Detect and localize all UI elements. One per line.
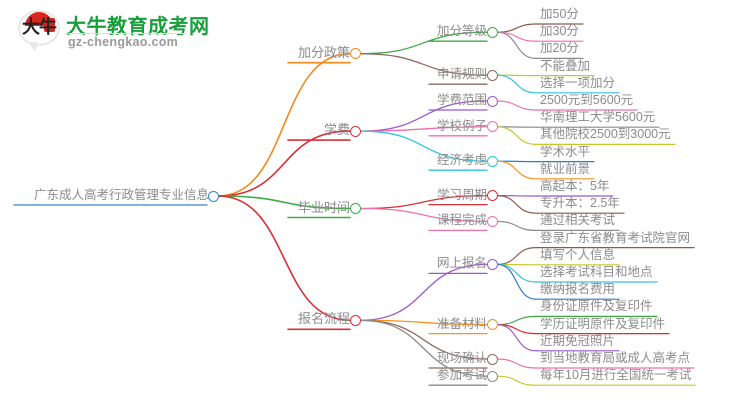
branch-dot-3[interactable]	[349, 203, 361, 214]
logo-divider	[67, 33, 187, 34]
leaf-label-4-1-1[interactable]: 登录广东省教育考试院官网	[540, 230, 691, 245]
leaf-label-1-2-1[interactable]: 不能叠加	[540, 58, 591, 73]
root-node-dot[interactable]	[207, 190, 219, 202]
subbranch-dot-1-2[interactable]	[486, 69, 498, 81]
subbranch-dot-2-1[interactable]	[486, 95, 498, 107]
logo-mark-text: 大牛	[22, 17, 57, 38]
leaf-label-4-1-3[interactable]: 选择考试科目和地点	[540, 265, 653, 279]
leaf-label-4-1-2[interactable]: 填写个人信息	[540, 247, 616, 262]
subbranch-label-2-2[interactable]: 学校例子	[436, 118, 487, 133]
branch-label-3[interactable]: 毕业时间	[297, 199, 350, 215]
subbranch-label-2-3[interactable]: 经济考虑	[436, 153, 487, 168]
subbranch-label-1-1[interactable]: 加分等级	[436, 24, 487, 39]
subbranch-label-1-2[interactable]: 申请规则	[436, 67, 487, 82]
subbranch-dot-4-3[interactable]	[486, 353, 498, 365]
leaf-label-2-2-1[interactable]: 华南理工大学5600元	[540, 110, 656, 125]
leaf-label-1-1-3[interactable]: 加20分	[540, 41, 579, 56]
subbranch-label-2-1[interactable]: 学费范围	[436, 93, 487, 107]
subbranch-dot-4-1[interactable]	[486, 258, 498, 270]
branch-dot-4[interactable]	[349, 314, 361, 326]
root-node-label[interactable]: 广东成人高考行政管理专业信息	[33, 188, 209, 202]
leaf-label-2-3-1[interactable]: 学术水平	[540, 144, 591, 159]
subbranch-dot-1-1[interactable]	[486, 26, 498, 38]
subbranch-label-3-2[interactable]: 课程完成	[436, 213, 487, 228]
subbranch-dot-2-3[interactable]	[486, 155, 498, 167]
leaf-label-4-1-4[interactable]: 缴纳报名费用	[540, 282, 616, 297]
logo-title: 大牛教育成考网	[66, 16, 210, 38]
subbranch-dot-4-2[interactable]	[486, 319, 498, 331]
leaf-label-3-1-1[interactable]: 高起本：5年	[540, 179, 610, 193]
branch-label-1[interactable]: 加分政策	[297, 44, 350, 60]
subbranch-dot-3-2[interactable]	[486, 215, 498, 227]
logo-subtitle: gz-chengkao.com	[68, 35, 179, 49]
leaf-label-4-2-3[interactable]: 近期免冠照片	[540, 333, 616, 348]
subbranch-dot-4-4[interactable]	[486, 370, 498, 382]
leaf-label-4-3-1[interactable]: 到当地教育局或成人高考点	[540, 351, 691, 365]
leaf-label-3-1-2[interactable]: 专升本：2.5年	[540, 196, 620, 211]
subbranch-dot-3-1[interactable]	[486, 190, 498, 202]
subbranch-label-4-4[interactable]: 参加考试	[436, 368, 487, 383]
branch-label-4[interactable]: 报名流程	[297, 311, 350, 327]
leaf-label-1-1-2[interactable]: 加30分	[540, 24, 579, 39]
subbranch-label-3-1[interactable]: 学习周期	[436, 187, 487, 202]
subbranch-label-4-3[interactable]: 现场确认	[436, 351, 487, 365]
branch-label-2[interactable]: 学费	[323, 122, 350, 138]
leaf-label-4-4-1[interactable]: 每年10月进行全国统一考试	[540, 368, 692, 383]
leaf-label-4-2-2[interactable]: 学历证明原件及复印件	[540, 316, 666, 331]
site-logo[interactable]: 大牛 大牛教育成考网 gz-chengkao.com	[18, 8, 209, 56]
leaf-label-2-1-1[interactable]: 2500元到5600元	[540, 93, 634, 107]
leaf-label-1-2-2[interactable]: 选择一项加分	[540, 75, 616, 90]
leaf-label-1-1-1[interactable]: 加50分	[540, 7, 579, 21]
leaf-label-4-2-1[interactable]: 身份证原件及复印件	[540, 299, 653, 314]
branch-dot-1[interactable]	[349, 48, 361, 60]
subbranch-dot-2-2[interactable]	[486, 121, 498, 133]
subbranch-label-4-2[interactable]: 准备材料	[436, 316, 487, 331]
leaf-label-2-2-2[interactable]: 其他院校2500到3000元	[540, 127, 671, 142]
logo-mark-icon: 大牛	[18, 10, 62, 52]
leaf-label-2-3-2[interactable]: 就业前景	[540, 161, 591, 176]
branch-dot-2[interactable]	[349, 125, 361, 137]
subbranch-label-4-1[interactable]: 网上报名	[436, 256, 487, 271]
leaf-label-3-2-1[interactable]: 通过相关考试	[540, 213, 616, 228]
